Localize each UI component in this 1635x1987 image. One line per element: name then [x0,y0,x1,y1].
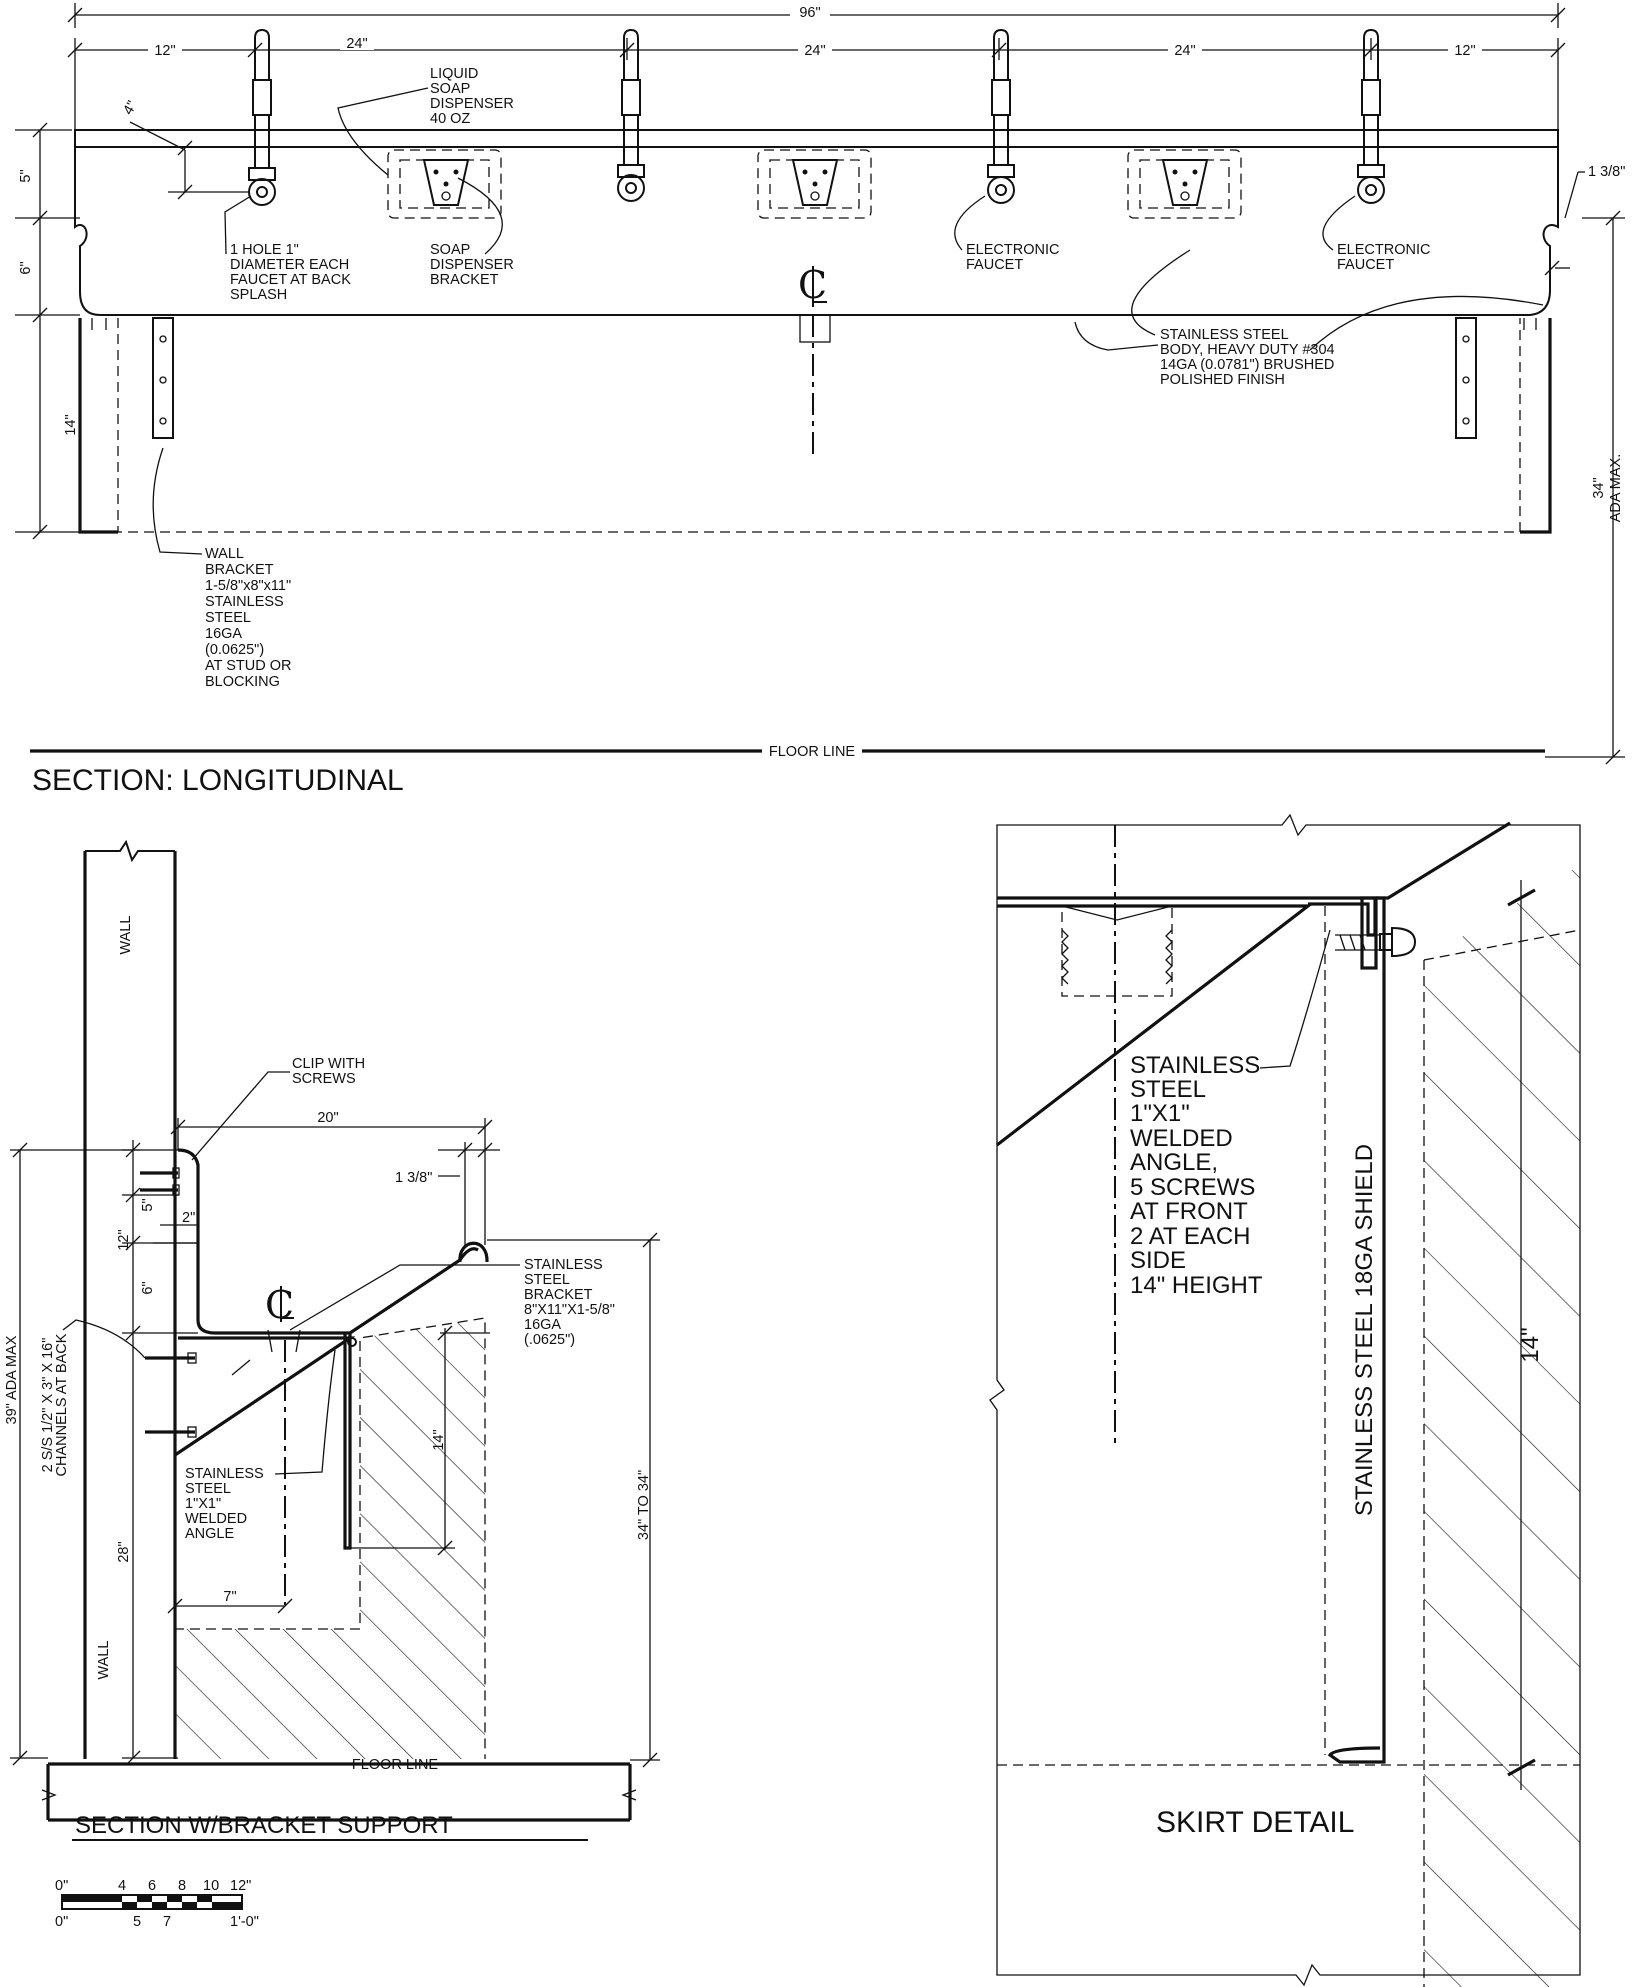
bracket-section: WALL WALL FLOOR LINE SECTION W/BRACKET S… [4,839,660,1930]
svg-text:5: 5 [133,1914,141,1930]
screw-skirt [1335,926,1417,958]
bracket-floor-label: FLOOR LINE [352,1757,439,1773]
seg-12-left: 12" [154,43,175,59]
dim-b6: 6" [140,1281,156,1294]
scale-0: 0" [55,1878,68,1894]
title-skirt: SKIRT DETAIL [1156,1806,1354,1839]
note-skirt-angle: STAINLESS STEEL 1"X1" WELDED ANGLE, 5 SC… [1130,929,1331,1299]
skirt-left [78,318,118,534]
svg-text:2 S/S 1/2" X 3" X 16"CHANNELS: 2 S/S 1/2" X 3" X 16"CHANNELS AT BACK [40,1333,70,1476]
dim-b5: 5" [140,1198,156,1211]
dim-b2: 2" [182,1210,195,1226]
svg-text:8: 8 [178,1878,186,1894]
svg-text:4: 4 [118,1878,126,1894]
shield-plate [1327,896,1386,1764]
dim-b12: 12" [116,1229,132,1250]
overall-dim-label: 96" [799,5,820,21]
centerline-symbol: C [798,263,831,455]
skirt-right [1520,318,1552,534]
dim-b28: 28" [116,1541,132,1562]
dim-4: 4" [120,98,140,117]
skirt-dim-14: 14" [1517,1327,1544,1362]
dim-b7: 7" [223,1589,236,1605]
svg-text:1'-0": 1'-0" [230,1914,259,1930]
seg-24-2: 24" [804,43,825,59]
wall-bracket-left [152,317,174,439]
seg-ticks [67,38,1566,135]
dim-34: 34" [1591,477,1607,498]
svg-text:C: C [265,1283,294,1327]
svg-text:6: 6 [148,1878,156,1894]
sink-profile [177,1148,479,1335]
faucet-3 [987,28,1015,204]
svg-text:7: 7 [163,1914,171,1930]
seg-24-1: 24" [346,36,367,52]
floor-line-label: FLOOR LINE [769,744,856,760]
screws [140,1167,357,1438]
shield-label: STAINLESS STEEL 18GA SHIELD [1351,1144,1378,1516]
sink-top-skirt [997,821,1511,900]
scale-bar: 0" 4 6 8 10 12" 0" 5 7 1'-0" [55,1878,259,1930]
wall-label-top: WALL [118,916,134,955]
dim-1-3-8: 1 3/8" [1588,164,1625,180]
faucet-4 [1357,28,1385,204]
title-longitudinal: SECTION: LONGITUDINAL [32,764,404,797]
longitudinal-section: 96" 12" 24" 24" 24" 12" [15,3,1625,797]
dim-39-ada: 39" ADA MAX [4,1335,20,1424]
svg-text:STAINLESS STEEL: STAINLESS STEEL 1"X1" WELDED ANGLE, 5 SC… [1130,1052,1267,1299]
wall-label-bottom: WALL [96,1641,112,1680]
skirt-detail: 14" STAINLESS STEEL 18GA SHIELD STAINLES… [989,813,1581,1987]
dim-5: 5" [18,169,34,182]
skirt-hatch [1424,865,1580,1987]
soap-dispenser-2 [757,149,872,219]
skirt-hidden [117,318,1521,533]
skirt-frame [989,813,1581,1987]
soap-dispenser-3 [1127,149,1242,219]
dim-b14: 14" [431,1429,447,1450]
bracket-triangle [174,1336,356,1457]
hatch-region [175,1318,485,1759]
seg-12-right: 12" [1454,43,1475,59]
title-bracket: SECTION W/BRACKET SUPPORT [75,1812,453,1839]
seg-24-3: 24" [1174,43,1195,59]
dim-14: 14" [63,414,79,435]
ada-max-label: ADA MAX. [1608,454,1624,523]
wall-bracket-right [1455,317,1477,439]
wall [83,851,177,1759]
svg-text:10: 10 [203,1878,219,1894]
faucet-2 [617,28,645,202]
soap-dispenser-1 [387,149,502,219]
dim-34-to-34: 34" TO 34" [636,1470,652,1540]
faucet-1 [248,28,276,206]
svg-text:0": 0" [55,1914,68,1930]
dim-6: 6" [18,261,34,274]
dim-20: 20" [317,1110,338,1126]
svg-text:12": 12" [230,1878,251,1894]
sink-body [74,129,1559,316]
dim-1-3-8-bracket: 1 3/8" [395,1170,432,1186]
skirt-angle [343,1333,352,1550]
